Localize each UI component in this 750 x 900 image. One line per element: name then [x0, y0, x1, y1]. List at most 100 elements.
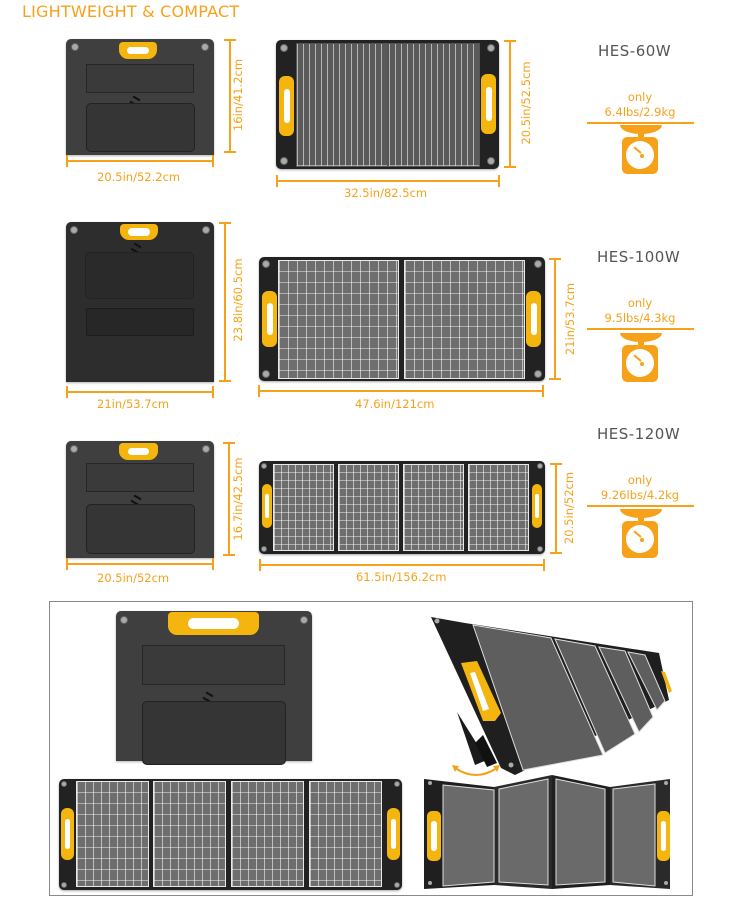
- grommet-icon: [61, 781, 67, 787]
- unfolded-panel-120w: [259, 461, 545, 554]
- solar-cell-panel: [153, 781, 226, 887]
- dimension-line-width: [66, 386, 214, 398]
- unfolded-width-label: 47.6in/121cm: [355, 397, 435, 411]
- dimension-line-height: [549, 258, 561, 380]
- folded-height-label: 23.8in/60.5cm: [231, 258, 245, 342]
- dimension-line-height: [219, 222, 231, 382]
- weight-value: 9.26lbs/4.2kg: [600, 488, 680, 502]
- carry-handle-icon: [120, 224, 158, 240]
- grommet-icon: [202, 226, 210, 234]
- side-handle-icon: [262, 484, 272, 528]
- grommet-icon: [261, 463, 267, 469]
- carry-handle-icon: [168, 612, 259, 635]
- grommet-icon: [70, 445, 78, 453]
- weight-value: 6.4lbs/2.9kg: [604, 105, 676, 119]
- solar-cell-panel: [76, 781, 149, 887]
- bag-pocket: [85, 252, 194, 299]
- bag-strap: [142, 645, 285, 685]
- side-handle-icon: [61, 808, 74, 860]
- grommet-icon: [534, 370, 542, 378]
- side-handle-icon: [526, 291, 541, 347]
- grommet-icon: [201, 43, 209, 51]
- dimension-line-width: [259, 559, 545, 571]
- carry-handle-icon: [119, 443, 158, 460]
- grommet-icon: [394, 781, 400, 787]
- scale-stem: [638, 133, 644, 138]
- solar-cell-panel: [404, 260, 525, 379]
- grommet-icon: [262, 260, 270, 268]
- bag-pocket: [86, 103, 195, 152]
- showcase-frame: [49, 601, 693, 896]
- weight-divider: [587, 328, 694, 330]
- folded-height-label: 16in/41.2cm: [231, 58, 245, 132]
- scale-icon: [620, 333, 662, 383]
- weight-value: 9.5lbs/4.3kg: [604, 311, 676, 325]
- folded-width-label: 20.5in/52cm: [97, 571, 170, 585]
- folded-bag-100w: [66, 222, 214, 382]
- solar-cell-panel: [309, 781, 382, 887]
- grommet-icon: [61, 882, 67, 888]
- unfolded-panel-100w: [259, 257, 545, 381]
- grommet-icon: [280, 44, 288, 52]
- showcase-flat-panel: [59, 779, 402, 890]
- solar-cell-panel: [278, 260, 399, 379]
- scale-hub: [640, 538, 644, 542]
- model-name: HES-120W: [597, 425, 681, 443]
- model-name: HES-100W: [597, 248, 681, 266]
- bag-strap: [86, 463, 194, 492]
- scale-stem: [638, 517, 644, 522]
- bag-strap: [86, 308, 194, 336]
- unfolded-width-label: 32.5in/82.5cm: [344, 186, 428, 200]
- scale-pan: [620, 125, 662, 134]
- grommet-icon: [280, 157, 288, 165]
- solar-cell-panel: [338, 464, 399, 551]
- dimension-line-width: [276, 175, 500, 187]
- grommet-icon: [537, 546, 543, 552]
- solar-cell-panel: [273, 464, 334, 551]
- weight-prefix: only: [627, 473, 653, 487]
- side-handle-icon: [387, 808, 400, 860]
- grommet-icon: [394, 882, 400, 888]
- grommet-icon: [120, 616, 128, 624]
- dimension-line-height: [224, 39, 236, 153]
- grommet-icon: [202, 445, 210, 453]
- solar-cell-panel: [388, 43, 480, 167]
- grommet-icon: [537, 463, 543, 469]
- side-handle-icon: [481, 74, 496, 134]
- unfolded-height-label: 20.5in/52.5cm: [519, 61, 533, 145]
- side-handle-icon: [532, 484, 542, 528]
- grommet-icon: [534, 260, 542, 268]
- scale-pan: [620, 509, 662, 518]
- solar-cell-panel: [403, 464, 464, 551]
- scale-icon: [620, 125, 662, 175]
- scale-stem: [638, 341, 644, 346]
- showcase-folded-bag: [116, 611, 312, 765]
- weight-divider: [587, 505, 694, 507]
- dimension-line-width: [66, 155, 214, 167]
- dimension-line-height: [504, 40, 516, 168]
- solar-cell-panel: [231, 781, 304, 887]
- dimension-line-width: [258, 385, 544, 397]
- grommet-icon: [71, 43, 79, 51]
- dimension-line-height: [223, 442, 235, 556]
- dimension-line-width: [66, 558, 214, 570]
- dimension-line-height: [550, 463, 562, 554]
- bag-strap: [86, 64, 194, 93]
- model-name: HES-60W: [598, 42, 672, 60]
- folded-width-label: 21in/53.7cm: [97, 397, 170, 411]
- unfolded-panel-60w: [276, 40, 499, 169]
- solar-cell-panel: [468, 464, 529, 551]
- page-title: LIGHTWEIGHT & COMPACT: [22, 2, 240, 21]
- weight-prefix: only: [627, 90, 653, 104]
- folded-bag-120w: [66, 441, 214, 558]
- grommet-icon: [487, 44, 495, 52]
- scale-icon: [620, 509, 662, 559]
- bag-pocket: [142, 701, 286, 765]
- showcase-zigzag-panel: [424, 775, 670, 889]
- scale-hub: [640, 362, 644, 366]
- side-handle-icon: [279, 76, 294, 136]
- side-handle-icon: [262, 291, 277, 347]
- scale-hub: [640, 154, 644, 158]
- bag-pocket: [86, 504, 195, 554]
- solar-cell-panel: [296, 43, 388, 167]
